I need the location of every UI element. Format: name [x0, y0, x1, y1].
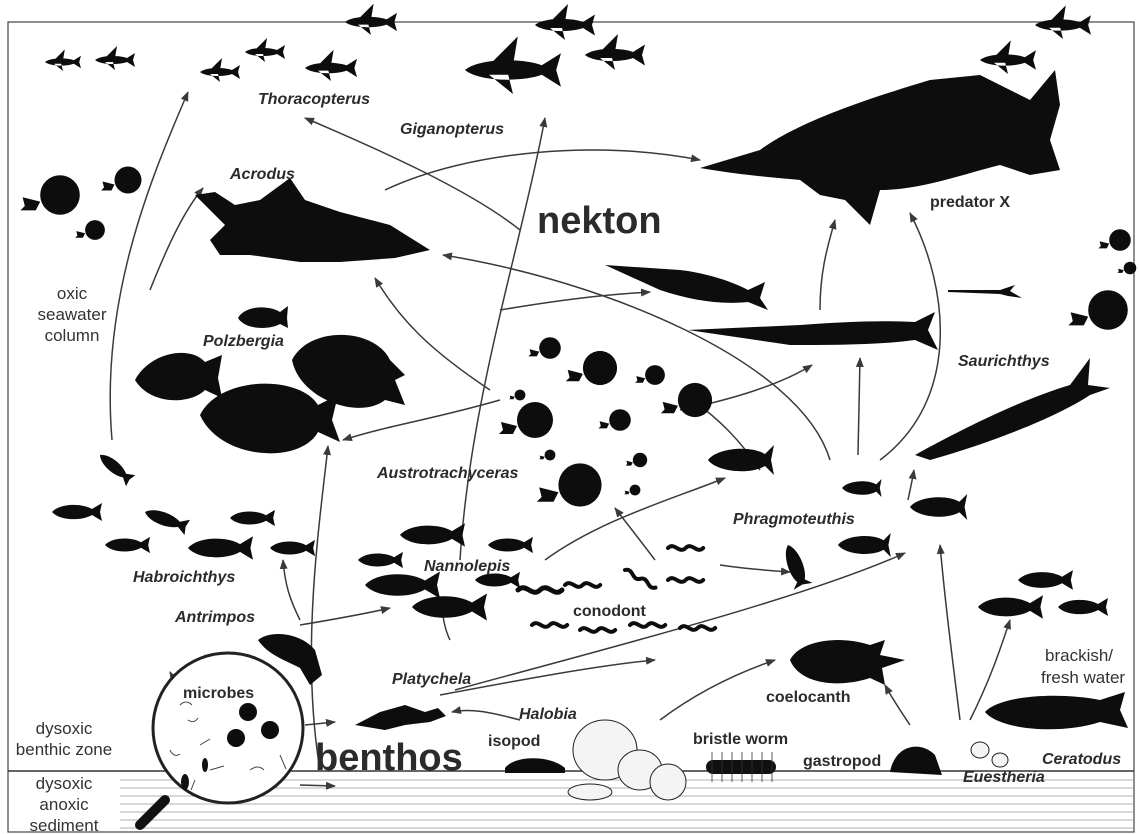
- zone-benthic-line-1: dysoxic: [36, 719, 93, 738]
- label-gastropod: gastropod: [803, 753, 881, 770]
- label-euestheria: Euestheria: [963, 769, 1045, 786]
- label-platychela: Platychela: [392, 671, 471, 688]
- coelocanth-silhouette: [790, 640, 905, 685]
- habroichthys-silhouettes: [52, 449, 315, 559]
- label-brackish: brackish/: [1045, 646, 1113, 665]
- label-phragmoteuthis: Phragmoteuthis: [733, 511, 855, 528]
- zone-oxic-line-1: oxic: [57, 284, 88, 303]
- label-acrodus: Acrodus: [229, 166, 295, 183]
- label-bristle-worm: bristle worm: [693, 731, 788, 748]
- polzbergia-silhouettes: [135, 306, 405, 453]
- label-fresh-water: fresh water: [1041, 668, 1125, 687]
- zone-labels: oxic seawater column dysoxic benthic zon…: [16, 284, 112, 834]
- label-austrotrachyceras: Austrotrachyceras: [376, 465, 519, 482]
- microbes-magnifier: [140, 653, 303, 825]
- label-thoracopterus: Thoracopterus: [258, 91, 370, 108]
- label-habroichthys: Habroichthys: [133, 569, 235, 586]
- label-ceratodus: Ceratodus: [1042, 751, 1121, 768]
- label-benthos: benthos: [315, 737, 463, 779]
- label-nannolepis: Nannolepis: [424, 558, 510, 575]
- silhouettes: [20, 4, 1136, 775]
- acrodus-silhouette: [195, 178, 430, 262]
- platychela-silhouette: [355, 705, 446, 730]
- label-giganopterus: Giganopterus: [400, 121, 504, 138]
- label-polzbergia: Polzbergia: [203, 333, 284, 350]
- gastropod-silhouette: [890, 747, 942, 775]
- zone-sediment-line-1: dysoxic: [36, 774, 93, 793]
- label-nekton: nekton: [537, 200, 662, 242]
- zone-oxic-line-2: seawater: [38, 305, 107, 324]
- label-coelocanth: coelocanth: [766, 689, 850, 706]
- label-microbes: microbes: [183, 685, 254, 702]
- zone-oxic-line-3: column: [45, 326, 100, 345]
- label-isopod: isopod: [488, 733, 540, 750]
- label-antrimpos: Antrimpos: [174, 609, 255, 626]
- label-predator-x: predator X: [930, 194, 1010, 211]
- label-saurichthys: Saurichthys: [958, 353, 1050, 370]
- isopod-silhouette: [505, 758, 565, 773]
- label-halobia: Halobia: [519, 706, 577, 723]
- giganopterus-silhouettes: [465, 4, 1091, 94]
- label-conodont: conodont: [573, 603, 647, 620]
- bristle-worm-silhouette: [706, 752, 776, 782]
- zone-sediment-line-2: anoxic: [39, 795, 89, 814]
- zone-sediment-line-3: sediment: [30, 816, 99, 834]
- zone-benthic-line-2: benthic zone: [16, 740, 112, 759]
- thoracopterus-silhouettes: [45, 4, 397, 82]
- austrotrachyceras-silhouettes: [499, 337, 712, 506]
